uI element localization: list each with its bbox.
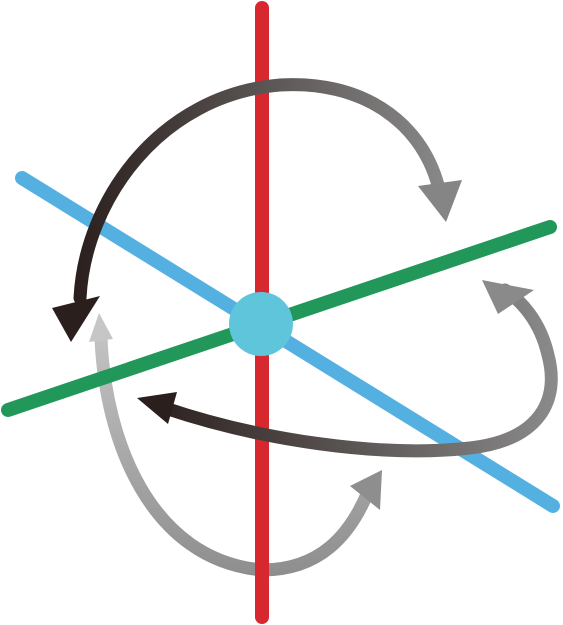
rotation-arrow-left-head-end [350,470,382,510]
rotation-arrow-right-head-right [482,280,534,314]
rotation-arrow-top-arc [73,78,445,305]
rotation-arrow-right [137,280,558,458]
rotation-arrow-left [89,313,382,577]
rotation-arrow-left-head-up [89,313,113,342]
rotation-arrow-left-arc [94,331,375,577]
center-node [229,292,293,356]
rotation-arrow-top-head-left [52,296,100,342]
rotation-arrow-top [52,78,462,342]
rotation-arrow-right-head-left [137,392,177,424]
rotation-arrow-right-arc [158,283,558,458]
rotation-arrow-top-head-right [418,180,462,222]
